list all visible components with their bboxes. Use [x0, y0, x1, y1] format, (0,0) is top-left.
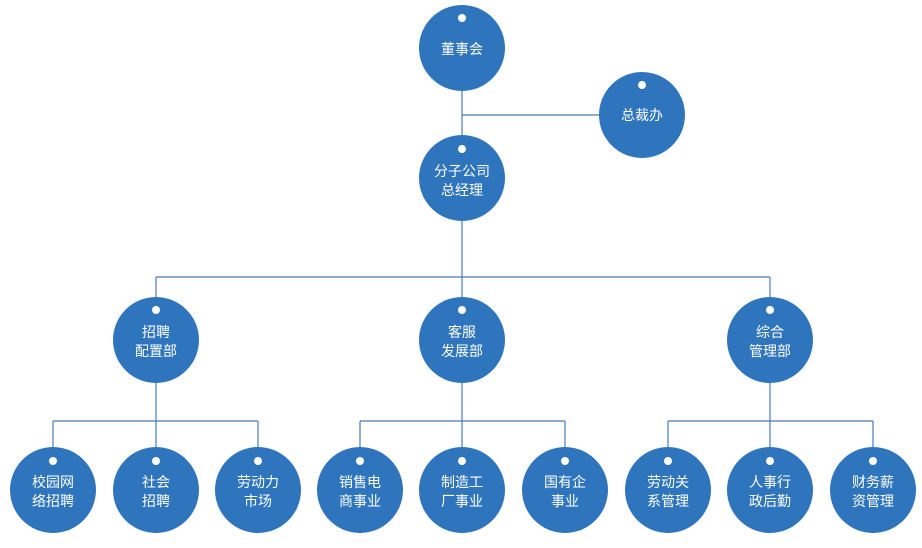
svg-text:董事会: 董事会 — [441, 42, 483, 58]
node-label-line1: 分子公司 — [434, 164, 490, 180]
node-label-line1: 财务薪 — [852, 475, 894, 491]
node-label-line1: 劳动关 — [647, 475, 689, 491]
node-manufacturing: 制造工厂事业 — [419, 447, 505, 533]
node-dot — [458, 457, 466, 465]
svg-text:销售电商事业: 销售电商事业 — [339, 475, 381, 510]
node-label-line2: 系管理 — [647, 494, 689, 510]
node-dot — [458, 306, 466, 314]
node-label-line1: 客服 — [448, 324, 476, 341]
svg-text:分子公司总经理: 分子公司总经理 — [434, 164, 490, 199]
svg-text:财务薪资管理: 财务薪资管理 — [852, 475, 894, 510]
node-label-line2: 管理部 — [749, 344, 791, 360]
node-dot — [152, 306, 160, 314]
node-label-line2: 招聘 — [142, 494, 170, 510]
node-label-line1: 招聘 — [142, 325, 170, 341]
connector-lines — [52, 48, 874, 490]
svg-text:国有企事业: 国有企事业 — [544, 474, 586, 510]
node-president-office: 总裁办 — [599, 72, 685, 158]
node-label-line1: 制造工 — [441, 475, 483, 491]
node-label-line2: 配置部 — [135, 344, 177, 360]
svg-text:综合管理部: 综合管理部 — [749, 325, 791, 360]
node-labor-market: 劳动力市场 — [215, 447, 301, 533]
node-dot — [458, 14, 466, 22]
node-service-dept: 客服发展部 — [419, 297, 505, 383]
svg-text:招聘配置部: 招聘配置部 — [135, 325, 177, 360]
svg-text:总裁办: 总裁办 — [621, 108, 663, 124]
node-dot — [49, 457, 57, 465]
node-campus: 校园网络招聘 — [10, 447, 96, 533]
node-label-line1: 校园网 — [32, 474, 74, 491]
node-gm: 分子公司总经理 — [419, 135, 505, 221]
node-label-line2: 政后勤 — [749, 494, 791, 510]
node-dot — [458, 145, 466, 153]
node-dot — [869, 457, 877, 465]
node-label-line1: 人事行 — [749, 475, 791, 491]
svg-text:客服发展部: 客服发展部 — [441, 324, 483, 360]
node-dot — [638, 81, 646, 89]
node-admin-dept: 综合管理部 — [727, 297, 813, 383]
node-label-line1: 销售电 — [339, 475, 381, 491]
node-label-line1: 国有企 — [544, 474, 586, 491]
node-board: 董事会 — [419, 5, 505, 91]
node-soe: 国有企事业 — [522, 447, 608, 533]
node-labor-relations: 劳动关系管理 — [625, 447, 711, 533]
node-label-line1: 社会 — [142, 475, 170, 491]
node-label: 董事会 — [441, 42, 483, 58]
node-label-line1: 劳动力 — [237, 475, 279, 491]
svg-text:社会招聘: 社会招聘 — [142, 475, 170, 510]
svg-text:人事行政后勤: 人事行政后勤 — [749, 475, 791, 510]
node-dot — [254, 457, 262, 465]
node-recruit-dept: 招聘配置部 — [113, 297, 199, 383]
node-label-line2: 事业 — [551, 494, 579, 510]
svg-text:校园网络招聘: 校园网络招聘 — [32, 474, 74, 510]
node-label-line2: 厂事业 — [441, 494, 483, 510]
node-label-line1: 综合 — [756, 325, 784, 341]
node-social: 社会招聘 — [113, 447, 199, 533]
node-label: 总裁办 — [621, 108, 663, 124]
node-dot — [766, 306, 774, 314]
svg-text:劳动力市场: 劳动力市场 — [237, 475, 279, 510]
node-dot — [561, 457, 569, 465]
node-dot — [766, 457, 774, 465]
node-label-line2: 资管理 — [852, 494, 894, 510]
node-label-line2: 发展部 — [441, 344, 483, 360]
svg-text:劳动关系管理: 劳动关系管理 — [647, 475, 689, 510]
node-hr-logistics: 人事行政后勤 — [727, 447, 813, 533]
node-dot — [356, 457, 364, 465]
node-label-line2: 总经理 — [441, 183, 483, 199]
node-ecommerce: 销售电商事业 — [317, 447, 403, 533]
node-dot — [664, 457, 672, 465]
node-label-line2: 商事业 — [339, 494, 381, 510]
node-label-line2: 络招聘 — [32, 494, 74, 510]
svg-text:制造工厂事业: 制造工厂事业 — [441, 475, 483, 510]
node-finance: 财务薪资管理 — [830, 447, 916, 533]
node-dot — [152, 457, 160, 465]
node-label-line2: 市场 — [244, 493, 272, 510]
